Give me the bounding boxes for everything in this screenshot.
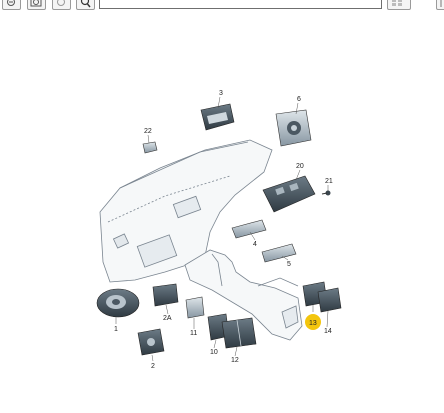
part-14[interactable] bbox=[317, 287, 342, 313]
callout-5[interactable]: 5 bbox=[287, 261, 291, 268]
leader-lines bbox=[115, 96, 329, 362]
part-12[interactable] bbox=[221, 317, 257, 349]
part-20[interactable] bbox=[262, 175, 316, 213]
callout-labels: 3 6 22 20 21 4 5 1 2A 11 2 10 12 13 14 bbox=[114, 90, 333, 370]
part-6[interactable] bbox=[275, 109, 312, 147]
zoom-out-button[interactable] bbox=[2, 0, 21, 10]
part-3[interactable] bbox=[200, 103, 235, 131]
callout-14[interactable]: 14 bbox=[324, 328, 332, 335]
part-21[interactable] bbox=[321, 190, 331, 196]
grid-icon bbox=[392, 0, 402, 6]
panel-button[interactable] bbox=[436, 0, 444, 10]
callout-12[interactable]: 12 bbox=[231, 357, 239, 364]
callout-6[interactable]: 6 bbox=[297, 96, 301, 103]
part-5[interactable] bbox=[261, 243, 297, 263]
callout-4[interactable]: 4 bbox=[253, 241, 257, 248]
toolbar bbox=[0, 0, 444, 12]
callout-20[interactable]: 20 bbox=[296, 163, 304, 170]
search-button[interactable] bbox=[76, 0, 95, 10]
dashboard-outline bbox=[99, 139, 303, 341]
part-22[interactable] bbox=[142, 141, 158, 154]
callout-10[interactable]: 10 bbox=[210, 349, 218, 356]
callout-3[interactable]: 3 bbox=[219, 90, 223, 97]
part-1[interactable] bbox=[96, 288, 140, 318]
magnifier-plus-icon bbox=[57, 0, 65, 6]
magnifier-box-icon bbox=[30, 0, 42, 7]
highlight-marker-13 bbox=[305, 314, 321, 330]
callout-2[interactable]: 2 bbox=[151, 363, 155, 370]
part-2[interactable] bbox=[137, 328, 165, 356]
callout-1[interactable]: 1 bbox=[114, 326, 118, 333]
zoom-area-button[interactable] bbox=[27, 0, 46, 10]
panel-icon bbox=[440, 0, 442, 7]
callout-11[interactable]: 11 bbox=[190, 330, 197, 337]
grid-button[interactable] bbox=[387, 0, 411, 10]
zoom-in-button[interactable] bbox=[52, 0, 71, 10]
callout-22[interactable]: 22 bbox=[144, 128, 152, 135]
part-2A[interactable] bbox=[152, 283, 179, 307]
callout-2A[interactable]: 2A bbox=[163, 315, 172, 322]
magnifier-minus-icon bbox=[7, 0, 15, 6]
part-11[interactable] bbox=[185, 296, 205, 319]
callout-21[interactable]: 21 bbox=[325, 178, 333, 185]
address-field[interactable] bbox=[99, 0, 382, 9]
magnifier-icon bbox=[80, 0, 91, 8]
callout-13[interactable]: 13 bbox=[309, 320, 317, 327]
part-4[interactable] bbox=[231, 219, 267, 239]
